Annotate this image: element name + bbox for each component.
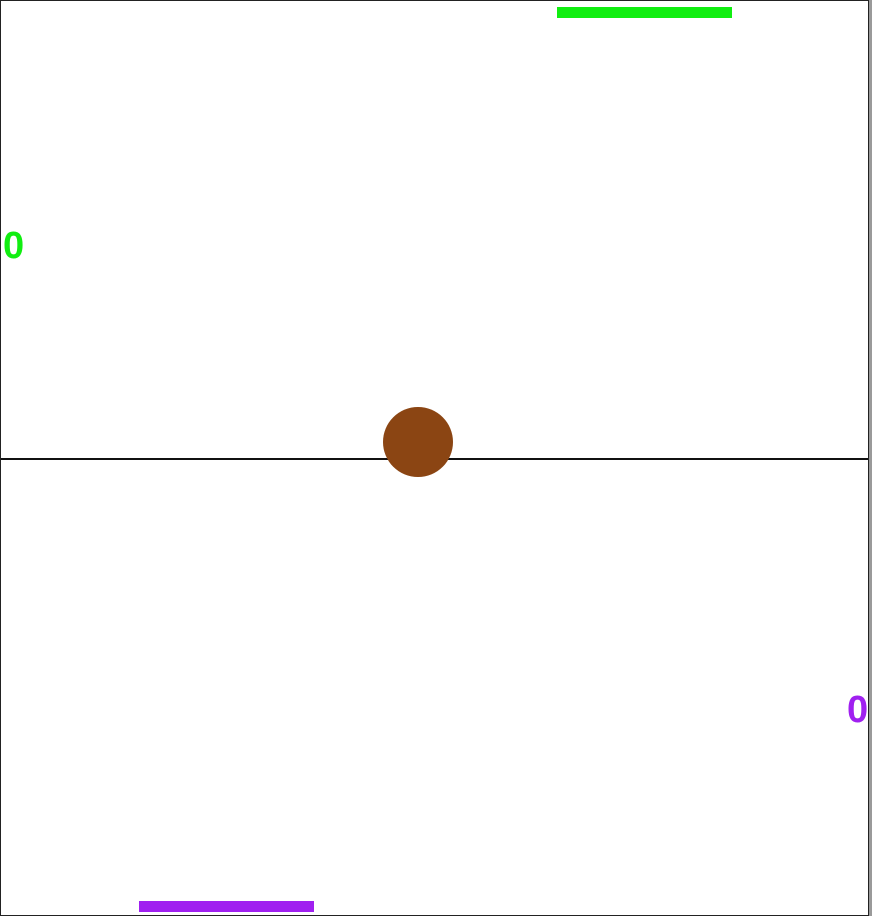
top-player-paddle[interactable] (557, 7, 732, 18)
ball (383, 407, 453, 477)
top-player-score: 0 (3, 225, 25, 267)
bottom-player-paddle[interactable] (139, 901, 314, 912)
bottom-player-score: 0 (847, 689, 869, 731)
window-edge (869, 0, 872, 916)
